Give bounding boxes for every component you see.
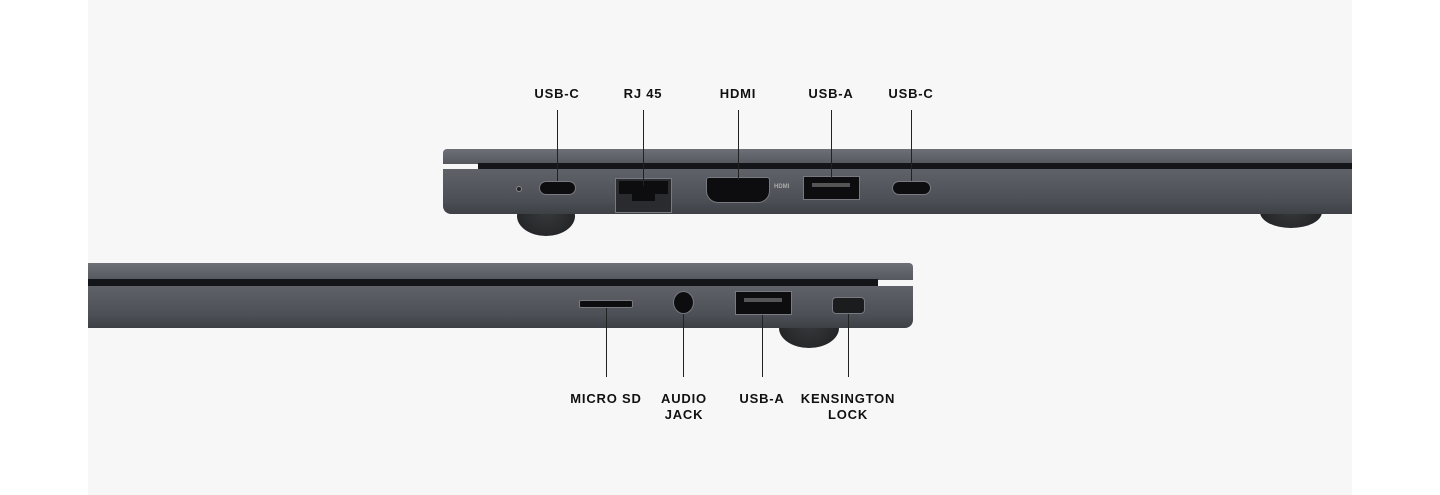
callout-line: [606, 308, 607, 377]
laptop-lid: [88, 263, 913, 280]
port-label-hdmi: HDMI: [719, 86, 757, 101]
hdmi-logo: HDMI: [774, 184, 790, 190]
callout-line: [683, 314, 684, 377]
label-line: AUDIO: [661, 391, 707, 406]
laptop-hinge-gap: [88, 279, 878, 287]
port-label-rj45: RJ 45: [623, 86, 663, 101]
laptop-lid: [443, 149, 1352, 164]
laptop-hinge-gap: [478, 163, 1352, 170]
port-label-audio-jack: AUDIO JACK: [624, 391, 744, 423]
usb-a-port: [803, 176, 860, 200]
audio-jack-port: [673, 291, 694, 314]
kensington-lock-slot: [832, 297, 865, 314]
usb-c-port: [539, 181, 576, 195]
callout-line: [762, 315, 763, 377]
callout-line: [557, 110, 558, 181]
power-led-icon: [516, 186, 522, 192]
label-line: KENSINGTON: [800, 391, 896, 406]
callout-line: [643, 110, 644, 186]
usb-c-port: [892, 181, 931, 195]
micro-sd-slot: [579, 300, 633, 308]
port-label-kensington-lock: KENSINGTON LOCK: [788, 391, 908, 423]
port-label-usb-c: USB-C: [888, 86, 934, 101]
callout-line: [831, 110, 832, 178]
port-label-usb-a: USB-A: [808, 86, 854, 101]
callout-line: [738, 110, 739, 180]
port-label-usb-a: USB-A: [739, 391, 785, 406]
callout-line: [911, 110, 912, 181]
port-label-micro-sd: MICRO SD: [570, 391, 642, 406]
label-line: JACK: [664, 407, 704, 422]
callout-line: [848, 314, 849, 377]
label-line: LOCK: [827, 407, 869, 422]
port-label-usb-c: USB-C: [534, 86, 580, 101]
background-panel: [88, 0, 1352, 495]
hdmi-port: [706, 177, 770, 203]
usb-a-port: [735, 291, 792, 315]
